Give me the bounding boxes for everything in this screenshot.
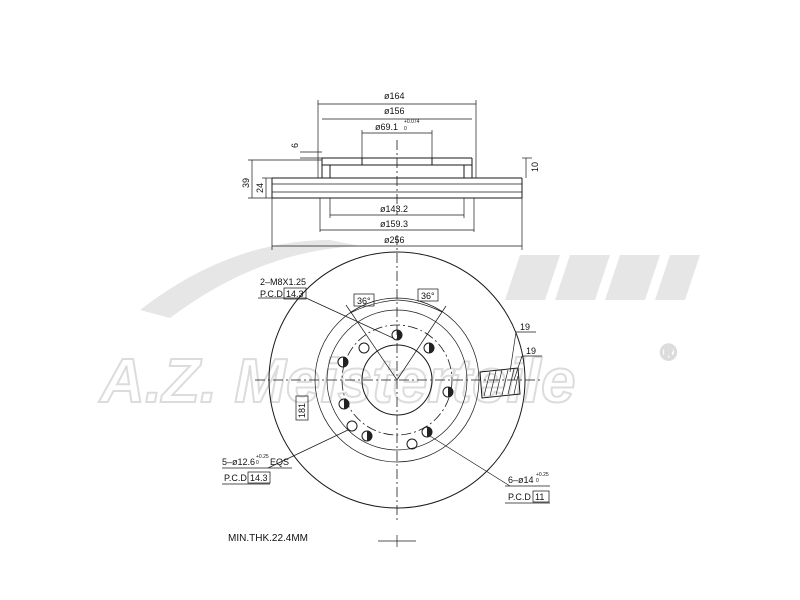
dim-d164: ø164 xyxy=(384,91,405,101)
holes5-suffix: EQS xyxy=(270,457,289,467)
holes6-pcd-label: P.C.D xyxy=(508,492,531,502)
holes5-tol-upper: +0.25 xyxy=(256,454,269,460)
hole-hatch xyxy=(397,330,402,340)
thread-leader xyxy=(305,297,394,339)
bolt-hole xyxy=(406,438,418,450)
watermark-registered-mark: ® xyxy=(660,340,677,365)
holes5-tol-lower: 0 xyxy=(256,460,259,466)
bolt-hole xyxy=(358,342,370,354)
holes6-label: 6–ø14 xyxy=(508,475,534,485)
holes5-leader xyxy=(267,429,349,469)
vent-leader-a xyxy=(509,331,517,373)
label-181-box xyxy=(295,395,309,421)
holes6-pcd-box xyxy=(532,490,550,503)
dim-d69-tol-lower: 0 xyxy=(404,126,407,132)
vent-detail: 19 19 xyxy=(479,322,542,399)
thread-pcd-label: P.C.D xyxy=(260,289,283,299)
dim-24: 24 xyxy=(255,183,265,193)
bolt-holes xyxy=(337,329,454,450)
holes6-leader xyxy=(429,435,511,487)
dim-6: 6 xyxy=(290,143,300,148)
vent-label-a: 19 xyxy=(520,322,530,332)
side-view: ø164 ø156 ø69.1 +0.074 0 6 10 39 24 ø143… xyxy=(241,91,540,250)
hole-hatch xyxy=(344,399,349,409)
angle-arc-right xyxy=(396,299,443,313)
thread-pcd-box xyxy=(283,287,307,300)
hole-hatch xyxy=(448,387,453,397)
min-thickness-label: MIN.THK.22.4MM xyxy=(228,533,308,544)
dim-39: 39 xyxy=(241,178,251,188)
watermark-text: A.Z. Meisterteile xyxy=(98,347,575,416)
front-view: 36° 36° 181 2–M8X1.25 P.C.D 14.3 5–ø12.6… xyxy=(222,235,550,520)
holes5-pcd-value: 14.3 xyxy=(250,473,268,483)
dim-d156: ø156 xyxy=(384,106,405,116)
holes5-pcd-box xyxy=(247,471,271,484)
angle-box-left xyxy=(353,293,375,307)
vent-label-b: 19 xyxy=(526,346,536,356)
dim-d143: ø143.2 xyxy=(380,204,408,214)
hole-hatch xyxy=(343,357,348,367)
dim-d256: ø256 xyxy=(384,235,405,245)
dim-d69-tol-upper: +0.074 xyxy=(404,119,420,125)
watermark: A.Z. Meisterteile ® xyxy=(97,240,700,417)
angle-right-label: 36° xyxy=(421,291,435,301)
holes6-tol-upper: +0.25 xyxy=(536,472,549,478)
vent-leader-b xyxy=(513,355,523,381)
holes6-tol-lower: 0 xyxy=(536,478,539,484)
thread-label: 2–M8X1.25 xyxy=(260,277,306,287)
vent-section xyxy=(479,367,521,399)
watermark-swoosh xyxy=(140,240,360,318)
dim-d69: ø69.1 xyxy=(375,122,398,132)
angle-line-right xyxy=(396,305,447,381)
holes5-label: 5–ø12.6 xyxy=(222,457,255,467)
angle-left-label: 36° xyxy=(357,296,371,306)
hole-hatch xyxy=(367,431,372,441)
thread-pcd-value: 14.3 xyxy=(286,289,304,299)
angle-box-right xyxy=(417,288,439,302)
watermark-bar-2 xyxy=(555,255,610,300)
holes6-pcd-value: 11 xyxy=(535,492,544,502)
hole-hatch xyxy=(427,427,432,437)
dim-d159: ø159.3 xyxy=(380,219,408,229)
label-181: 181 xyxy=(297,403,307,418)
angle-line-left xyxy=(345,304,398,381)
watermark-bar-4 xyxy=(655,255,700,300)
watermark-bar-3 xyxy=(605,255,660,300)
watermark-bar-1 xyxy=(505,255,560,300)
dim-10: 10 xyxy=(530,162,540,172)
hole-hatch xyxy=(429,343,434,353)
angle-arc-left xyxy=(349,299,398,314)
holes5-pcd-label: P.C.D xyxy=(224,473,247,483)
bolt-hole xyxy=(346,420,358,432)
